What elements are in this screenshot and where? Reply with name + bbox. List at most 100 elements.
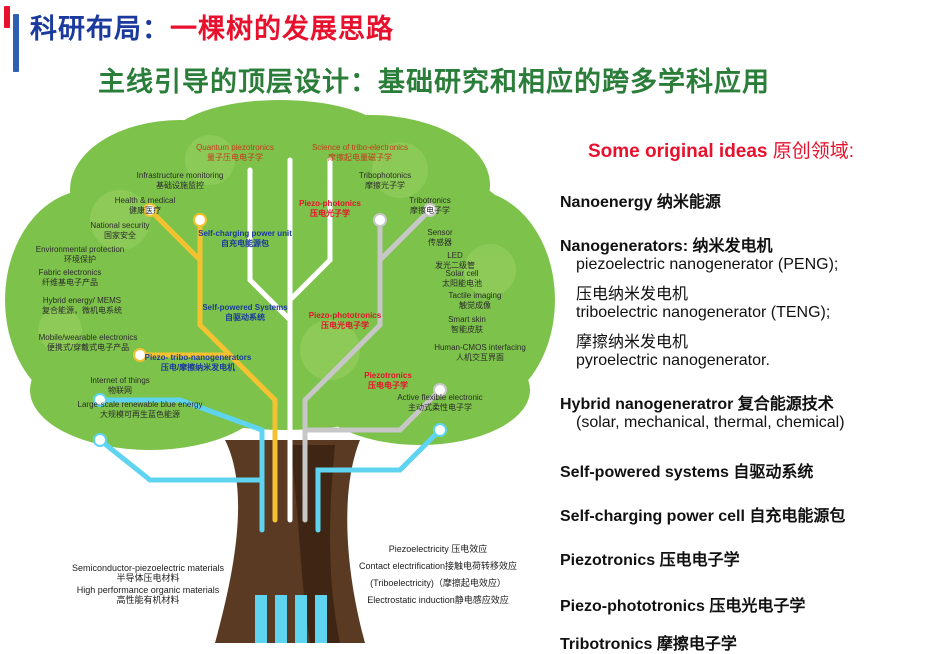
idea-item: Tribotronics 摩擦电子学 [560,636,737,653]
svg-text:Tactile imaging: Tactile imaging [449,291,502,300]
branch-cyan-2 [97,437,265,483]
svg-text:Tribotronics: Tribotronics [409,196,451,205]
svg-text:纤维基电子产品: 纤维基电子产品 [42,277,98,287]
svg-text:Piezotronics: Piezotronics [364,371,412,380]
svg-text:Mobile/wearable electronics: Mobile/wearable electronics [39,333,138,342]
svg-text:Human-CMOS interfacing: Human-CMOS interfacing [434,343,526,352]
svg-text:Self-charging power unit: Self-charging power unit [198,229,292,238]
svg-text:人机交互界面: 人机交互界面 [456,352,504,362]
root-left-1: Semiconductor-piezoelectric materials半导体… [72,563,225,583]
svg-text:主动式柔性电子学: 主动式柔性电子学 [408,402,472,412]
svg-text:高性能有机材料: 高性能有机材料 [116,594,179,605]
root-connectors [255,595,327,643]
idea-subitem: 压电纳米发电机 [576,286,689,303]
svg-text:Smart skin: Smart skin [448,315,486,324]
svg-text:自驱动系统: 自驱动系统 [225,312,265,322]
idea-item: Piezo-phototronics 压电光电子学 [560,598,806,615]
svg-text:摩擦起电量磁子学: 摩擦起电量磁子学 [328,152,392,162]
svg-text:Semiconductor-piezoelectric ma: Semiconductor-piezoelectric materials [72,563,225,573]
branch-yellow-2 [137,352,278,403]
svg-text:Infrastructure monitoring: Infrastructure monitoring [137,171,224,180]
idea-item: Nanogenerators: 纳米发电机 [560,238,773,255]
accent-bar-blue [13,14,19,72]
svg-text:自充电能源包: 自充电能源包 [221,238,269,248]
root-right-3: (Triboelectricity)（摩擦起电效应） [370,577,506,588]
svg-text:传感器: 传感器 [428,237,452,247]
ideas-heading-zh: 原创领域: [772,141,855,162]
title-bar: 科研布局：一棵树的发展思路 [0,0,947,72]
svg-text:国家安全: 国家安全 [104,230,136,240]
svg-text:LED: LED [447,251,463,260]
svg-text:压电光子学: 压电光子学 [310,208,350,218]
branch-gray-2 [377,207,433,263]
root-right-1: Piezoelectricity 压电效应 [389,543,488,554]
svg-text:发光二级管: 发光二级管 [435,260,475,270]
leaf-left-10: Large-scale renewable blue energy大规模可再生蓝… [78,400,203,419]
idea-item: Hybrid nanogeneratror 复合能源技术 [560,396,834,413]
svg-text:触觉成像: 触觉成像 [459,300,491,310]
svg-text:便携式/穿戴式电子产品: 便携式/穿戴式电子产品 [47,342,129,352]
idea-item: Piezotronics 压电电子学 [560,552,740,569]
svg-text:Science of tribo-electronics: Science of tribo-electronics [312,143,408,152]
svg-text:Health & medical: Health & medical [115,196,176,205]
page-subtitle: 主线引导的顶层设计：基础研究和相应的跨多学科应用 [98,67,770,98]
svg-text:Piezo- tribo-nanogenerators: Piezo- tribo-nanogenerators [145,353,252,362]
svg-text:压电/摩擦纳米发电机: 压电/摩擦纳米发电机 [161,362,235,372]
svg-text:Piezo-phototronics: Piezo-phototronics [309,311,382,320]
svg-text:High performance organic mater: High performance organic materials [77,585,220,595]
idea-subitem: pyroelectric nanogenerator. [576,352,770,369]
idea-item: Nanoenergy 纳米能源 [560,194,721,211]
svg-text:摩擦光子学: 摩擦光子学 [365,180,405,190]
idea-subitem: 摩擦纳米发电机 [576,334,689,351]
svg-text:大规模可再生蓝色能源: 大规模可再生蓝色能源 [100,409,180,419]
branch-gray-3 [302,387,443,433]
svg-text:Quantum piezotronics: Quantum piezotronics [196,143,274,152]
branch-white-3 [287,157,333,303]
branch-yellow-3 [147,207,203,263]
svg-text:Active flexible electronic: Active flexible electronic [397,393,482,402]
idea-subitem: triboelectric nanogenerator (TENG); [576,304,831,321]
page-title: 科研布局：一棵树的发展思路 [30,7,394,46]
svg-text:智能皮肤: 智能皮肤 [451,324,483,334]
svg-text:物联网: 物联网 [108,385,132,395]
svg-text:健康医疗: 健康医疗 [129,205,161,215]
svg-text:压电电子学: 压电电子学 [368,380,408,390]
svg-text:压电光电子学: 压电光电子学 [321,320,369,330]
branch-gray-1 [302,217,383,523]
svg-text:Tribophotonics: Tribophotonics [359,171,411,180]
page-title-part1: 科研布局： [30,14,170,45]
branch-cyan-3 [315,427,443,533]
svg-text:太阳能电池: 太阳能电池 [442,278,482,288]
svg-text:基础设施监控: 基础设施监控 [156,180,204,190]
accent-bar-red [4,6,10,28]
idea-subitem: (solar, mechanical, thermal, chemical) [576,414,845,431]
branch-white-2 [247,167,293,323]
svg-text:Large-scale renewable blue ene: Large-scale renewable blue energy [78,400,203,409]
svg-text:Hybrid energy/ MEMS: Hybrid energy/ MEMS [43,296,121,305]
svg-text:Internet of things: Internet of things [90,376,150,385]
svg-text:量子压电电子学: 量子压电电子学 [207,152,263,162]
svg-text:Solar cell: Solar cell [446,269,479,278]
root-right-2: Contact electrification接触电荷转移效应 [359,560,517,571]
root-right-4: Electrostatic induction静电感应效应 [367,594,509,605]
